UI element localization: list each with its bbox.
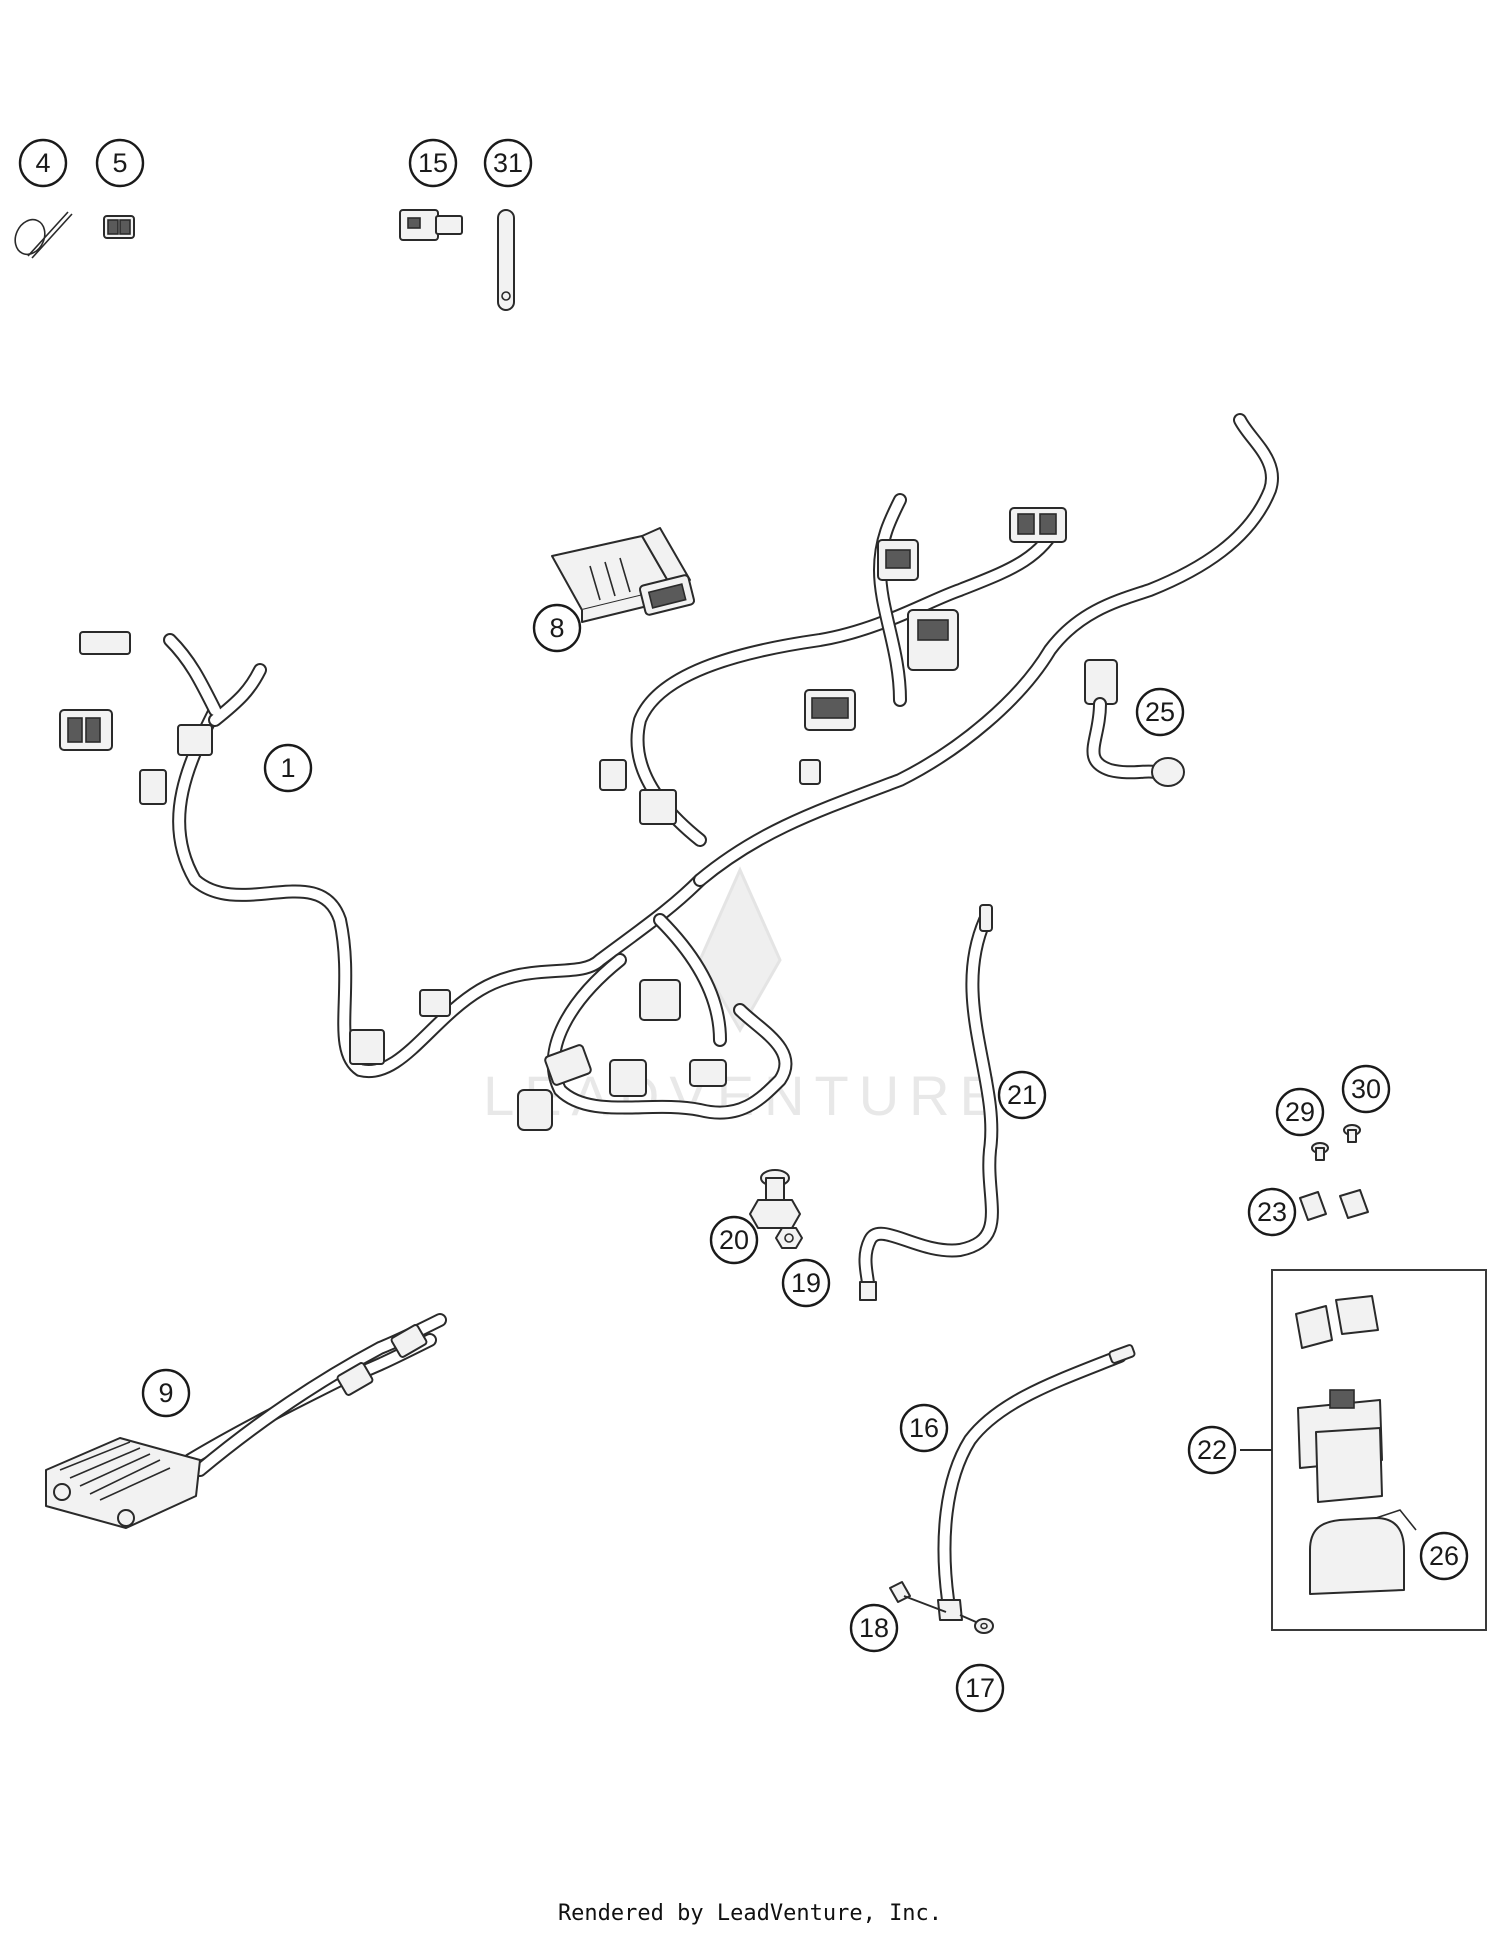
svg-text:22: 22 <box>1197 1435 1227 1465</box>
svg-text:25: 25 <box>1145 697 1175 727</box>
watermark-logo <box>698 866 782 1034</box>
callout-15: 15 <box>408 138 458 188</box>
svg-text:26: 26 <box>1429 1541 1459 1571</box>
svg-text:15: 15 <box>418 148 448 178</box>
callout-4: 4 <box>18 138 68 188</box>
clip-part-5 <box>103 215 135 239</box>
svg-text:19: 19 <box>791 1268 821 1298</box>
svg-text:16: 16 <box>909 1413 939 1443</box>
svg-text:4: 4 <box>35 148 50 178</box>
svg-text:31: 31 <box>493 148 523 178</box>
svg-text:9: 9 <box>158 1378 173 1408</box>
callout-8: 8 <box>532 603 582 653</box>
callout-22: 22 <box>1187 1425 1237 1475</box>
svg-text:21: 21 <box>1007 1080 1037 1110</box>
callout-1: 1 <box>263 743 313 793</box>
ecu-part-8 <box>551 527 696 623</box>
svg-text:23: 23 <box>1257 1197 1287 1227</box>
connector-part-15 <box>399 209 463 241</box>
harness-connectors <box>59 507 1067 1131</box>
callout-23: 23 <box>1247 1187 1297 1237</box>
bolt-part-18 <box>889 1581 947 1613</box>
svg-text:8: 8 <box>549 613 564 643</box>
kit-caps <box>1295 1295 1379 1349</box>
callout-20: 20 <box>709 1215 759 1265</box>
callout-9: 9 <box>141 1368 191 1418</box>
screw-part-30 <box>1343 1124 1361 1143</box>
starter-relay <box>1297 1389 1383 1503</box>
callout-31: 31 <box>483 138 533 188</box>
callout-30: 30 <box>1341 1064 1391 1114</box>
callout-19: 19 <box>781 1258 831 1308</box>
callout-21: 21 <box>997 1070 1047 1120</box>
svg-text:1: 1 <box>280 753 295 783</box>
washer-part-17 <box>959 1614 994 1634</box>
sensor-part-25 <box>1084 659 1185 787</box>
svg-text:20: 20 <box>719 1225 749 1255</box>
svg-text:30: 30 <box>1351 1074 1381 1104</box>
regulator-part-9 <box>45 1313 447 1529</box>
cable-part-21 <box>858 904 999 1301</box>
svg-text:29: 29 <box>1285 1097 1315 1127</box>
callout-18: 18 <box>849 1603 899 1653</box>
svg-text:5: 5 <box>112 148 127 178</box>
svg-text:17: 17 <box>965 1673 995 1703</box>
callout-26: 26 <box>1419 1531 1469 1581</box>
screw-part-29 <box>1311 1142 1329 1161</box>
caps-part-23 <box>1299 1189 1369 1221</box>
svg-text:18: 18 <box>859 1613 889 1643</box>
callout-5: 5 <box>95 138 145 188</box>
cable-part-16 <box>937 1344 1136 1621</box>
callout-16: 16 <box>899 1403 949 1453</box>
callout-25: 25 <box>1135 687 1185 737</box>
fitting-part-20 <box>749 1169 801 1229</box>
callout-29: 29 <box>1275 1087 1325 1137</box>
nut-part-19 <box>775 1227 803 1249</box>
strap-part-31 <box>497 209 515 311</box>
footer-credit: Rendered by LeadVenture, Inc. <box>557 1901 943 1926</box>
cable-tie-part <box>14 211 73 259</box>
callout-17: 17 <box>955 1663 1005 1713</box>
relay-cover-part-26 <box>1309 1509 1417 1595</box>
